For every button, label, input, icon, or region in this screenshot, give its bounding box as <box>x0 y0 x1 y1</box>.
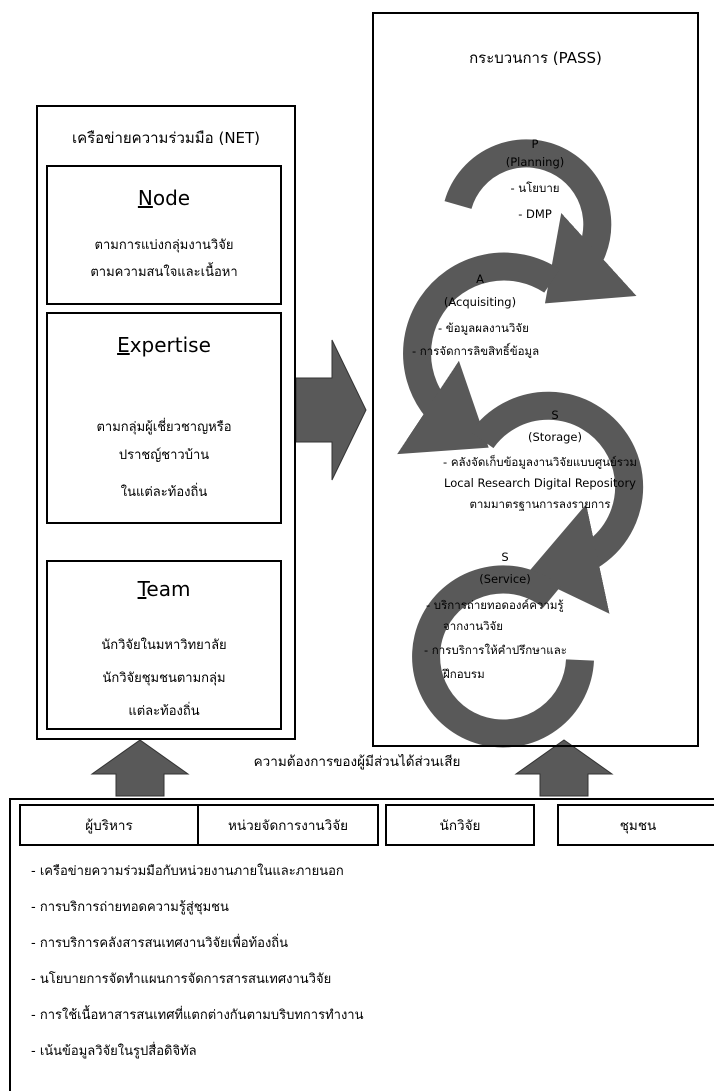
pass-s2-name: (Service) <box>479 572 531 586</box>
node-title: Node <box>46 186 282 210</box>
pass-a-item-1: - ข้อมูลผลงานวิจัย <box>438 321 529 335</box>
pass-a-name: (Acquisiting) <box>443 295 517 309</box>
need-item-6: - เน้นข้อมูลวิจัยในรูปสื่อดิจิทัล <box>31 1044 197 1059</box>
expertise-line-2: ปราชญ์ชาวบ้าน <box>118 448 210 463</box>
stakeholder-title: ความต้องการของผู้มีส่วนได้ส่วนเสีย <box>200 750 514 772</box>
expertise-box <box>46 312 282 524</box>
team-box <box>46 560 282 730</box>
arc-planning <box>444 139 637 304</box>
expertise-line-1: ตามกลุ่มผู้เชี่ยวชาญหรือ <box>96 420 232 435</box>
pass-p-item-1: - นโยบาย <box>510 181 560 195</box>
arc-storage <box>470 391 644 614</box>
pass-s1-item-3: ตามมาตรฐานการลงรายการ <box>469 497 611 511</box>
expertise-rest: xpertise <box>129 333 211 357</box>
up-arrow-to-net <box>90 739 190 797</box>
pass-panel <box>372 12 699 747</box>
pass-a-letter: A <box>476 272 484 286</box>
need-item-4: - นโยบายการจัดทำแผนการจัดการสารสนเทศงานว… <box>31 972 332 987</box>
node-line-2: ตามความสนใจและเนื้อหา <box>90 265 238 280</box>
node-box <box>46 165 282 305</box>
expertise-letter: E <box>117 333 130 357</box>
pass-s2-letter: S <box>501 550 509 564</box>
pass-p-letter: P <box>531 137 539 151</box>
need-item-2: - การบริการถ่ายทอดความรู้สู่ชุมชน <box>31 900 229 915</box>
pass-s1-item-2: Local Research Digital Repository <box>444 476 636 490</box>
pass-s1-item-1: - คลังจัดเก็บข้อมูลงานวิจัยแบบศูนย์รวม <box>443 455 637 469</box>
arc-acquisiting <box>397 252 560 455</box>
team-line-3: แต่ละท้องถิ่น <box>128 704 200 719</box>
pass-a-item-2: - การจัดการลิขสิทธิ์ข้อมูล <box>412 344 540 358</box>
group-researchers: นักวิจัย <box>385 804 535 846</box>
need-item-1: - เครือข่ายความร่วมมือกับหน่วยงานภายในแล… <box>31 864 344 879</box>
team-title: Team <box>46 577 282 601</box>
node-letter: N <box>137 186 153 210</box>
group-research-unit: หน่วยจัดการงานวิจัย <box>197 804 379 846</box>
expertise-title: Expertise <box>46 333 282 357</box>
need-item-5: - การใช้เนื้อหาสารสนเทศที่แตกต่างกันตามบ… <box>31 1008 364 1023</box>
team-line-1: นักวิจัยในมหาวิทยาลัย <box>101 638 227 653</box>
need-item-3: - การบริการคลังสารสนเทศงานวิจัยเพื่อท้อง… <box>31 936 289 951</box>
stakeholder-box: ผู้บริหาร หน่วยจัดการงานวิจัย นักวิจัย ช… <box>9 798 714 1091</box>
node-line-1: ตามการแบ่งกลุ่มงานวิจัย <box>94 238 234 253</box>
team-line-2: นักวิจัยชุมชนตามกลุ่ม <box>102 671 226 686</box>
pass-s1-letter: S <box>551 408 559 422</box>
pass-p-name: (Planning) <box>505 155 565 169</box>
pass-s1-name: (Storage) <box>528 430 582 444</box>
node-rest: ode <box>152 186 191 210</box>
team-rest: eam <box>146 577 191 601</box>
pass-s2-item-4: ฝึกอบรม <box>443 667 485 681</box>
flow-arrow-net-to-pass <box>295 339 367 481</box>
pass-s2-item-2: จากงานวิจัย <box>443 619 504 633</box>
team-letter: T <box>137 577 147 601</box>
group-community: ชุมชน <box>557 804 714 846</box>
expertise-line-3: ในแต่ละท้องถิ่น <box>120 485 208 500</box>
pass-title: กระบวนการ (PASS) <box>469 49 602 67</box>
group-executives: ผู้บริหาร <box>19 804 199 846</box>
up-arrow-to-pass <box>514 739 614 797</box>
pass-s2-item-1: - บริการถ่ายทอดองค์ความรู้ <box>426 598 564 612</box>
pass-p-item-2: - DMP <box>518 207 552 221</box>
net-title: เครือข่ายความร่วมมือ (NET) <box>71 129 261 147</box>
arc-service <box>412 565 594 748</box>
pass-s2-item-3: - การบริการให้คำปรึกษาและ <box>424 643 567 657</box>
